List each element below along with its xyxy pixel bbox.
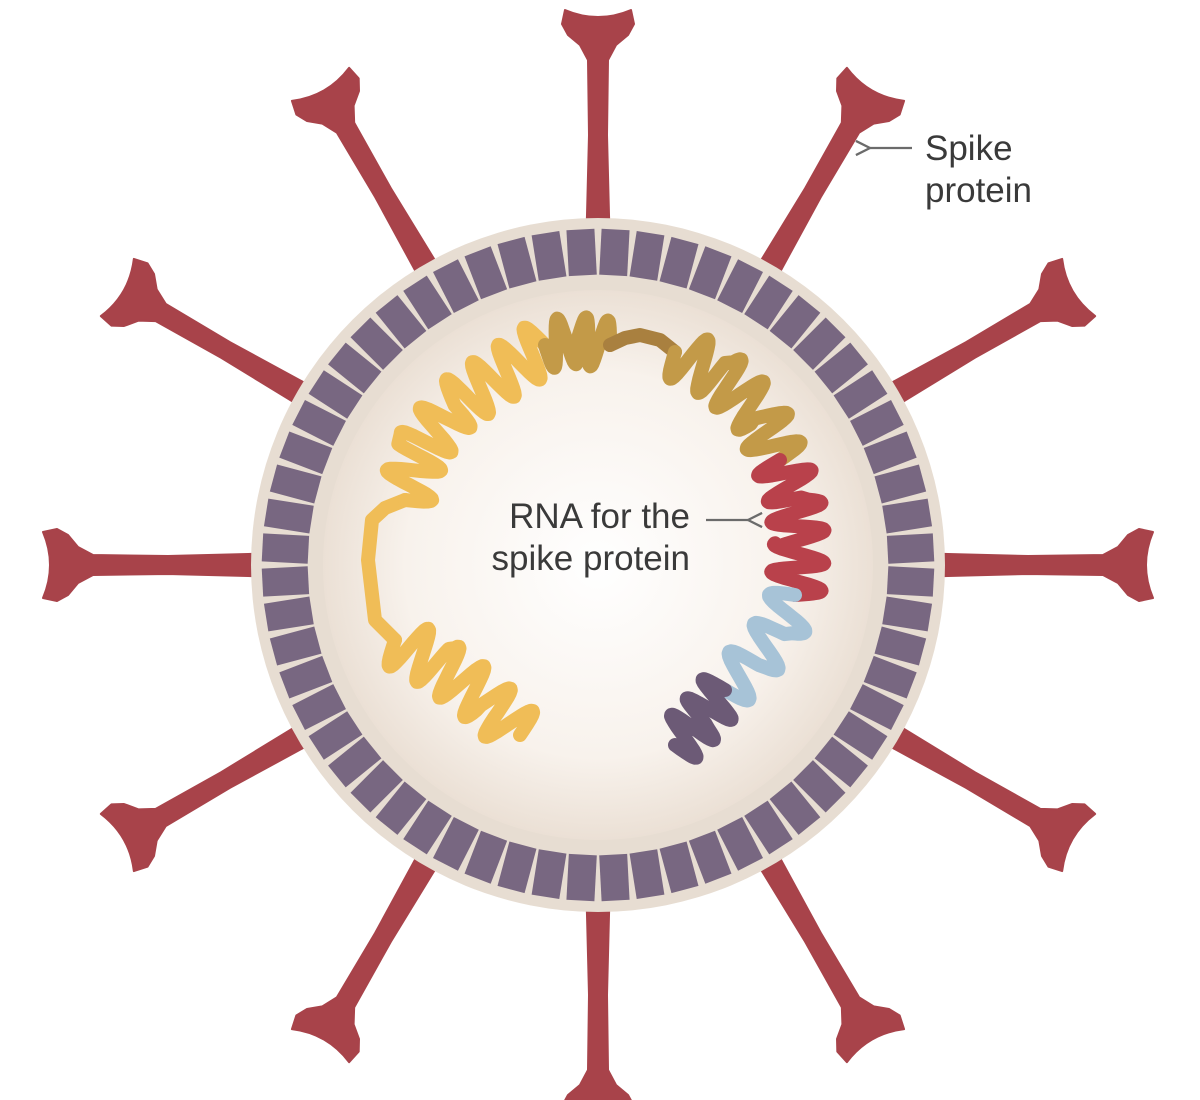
rna-spike-label-line2: spike protein [491,539,690,578]
rna-segment [361,493,412,647]
membrane-protein [279,431,333,475]
rna-spike-label: RNA for the spike protein [492,496,690,580]
spike-protein [564,854,632,1100]
rna-segment [662,332,808,467]
membrane-protein [793,317,846,370]
spike-protein [290,66,466,322]
spike-protein [42,528,309,602]
membrane-protein [375,781,427,835]
spike-protein [99,257,355,433]
membrane-protein [769,781,821,835]
rna-segment [379,320,552,509]
membrane-protein [497,841,537,894]
membrane-protein [566,228,597,277]
membrane-protein [882,498,933,534]
membrane-protein [717,259,764,313]
membrane-protein [659,841,699,894]
membrane-protein [328,342,382,394]
membrane-protein [814,342,868,394]
membrane-protein [308,370,363,419]
membrane-protein [531,849,567,900]
rna-spike-label-line1: RNA for the [509,497,690,536]
membrane-protein [328,736,382,788]
membrane-protein [308,711,363,760]
membrane-protein [403,800,452,855]
spike-protein-label: Spike protein [925,128,1032,212]
membrane-protein [688,246,732,300]
membrane-protein [886,566,935,597]
rna-segment [538,310,617,375]
membrane-protein [769,295,821,349]
membrane-protein [793,760,846,813]
membrane-protein [432,817,479,871]
spike-protein [290,808,466,1064]
membrane-protein [432,259,479,313]
membrane-protein [717,817,764,871]
membrane-protein [688,830,732,884]
membrane-protein [863,431,917,475]
membrane-protein [874,626,927,666]
membrane-protein [814,736,868,788]
membrane-protein [279,655,333,699]
spike-protein [99,697,355,873]
rna-strand [361,310,832,765]
membrane-protein [629,849,665,900]
membrane-protein [886,533,935,564]
membrane-protein [497,236,537,289]
spike-protein [561,9,635,276]
membrane-protein [292,684,346,731]
membrane-protein [263,498,314,534]
membrane-protein [833,711,888,760]
rna-segment [664,672,739,765]
membrane-protein [566,853,597,902]
membrane-protein [599,853,630,902]
membrane-proteins [261,228,935,902]
membrane-protein [261,566,310,597]
spike-protein-label-line1: Spike [925,129,1013,168]
membrane-protein [531,230,567,281]
rna-segment [718,585,813,708]
spike-protein [841,257,1097,433]
membrane-protein [882,596,933,632]
membrane-protein [599,228,630,277]
membrane-protein [263,596,314,632]
spike-protein-label-line2: protein [925,171,1033,210]
rna-segment [603,328,682,359]
spike-protein [730,808,906,1064]
rna-segment [381,621,541,744]
membrane-protein [269,626,322,666]
membrane-protein [850,684,904,731]
spike-protein [730,66,906,322]
spike-protein [841,697,1097,873]
membrane-protein [350,317,403,370]
membrane-protein [464,830,508,884]
membrane-protein [850,399,904,446]
membrane-protein [629,230,665,281]
membrane-protein [292,399,346,446]
membrane-protein [863,655,917,699]
membrane-protein [833,370,888,419]
membrane-protein [269,464,322,504]
membrane-protein [350,760,403,813]
membrane-protein [659,236,699,289]
membrane-protein [261,533,310,564]
membrane-protein [744,800,793,855]
spike-proteins [42,9,1154,1100]
spike-protein [887,528,1154,602]
membrane-protein [375,295,427,349]
membrane-protein [874,464,927,504]
membrane-protein [744,275,793,330]
membrane-protein [464,246,508,300]
membrane-protein [403,275,452,330]
rna-segment [751,453,832,602]
